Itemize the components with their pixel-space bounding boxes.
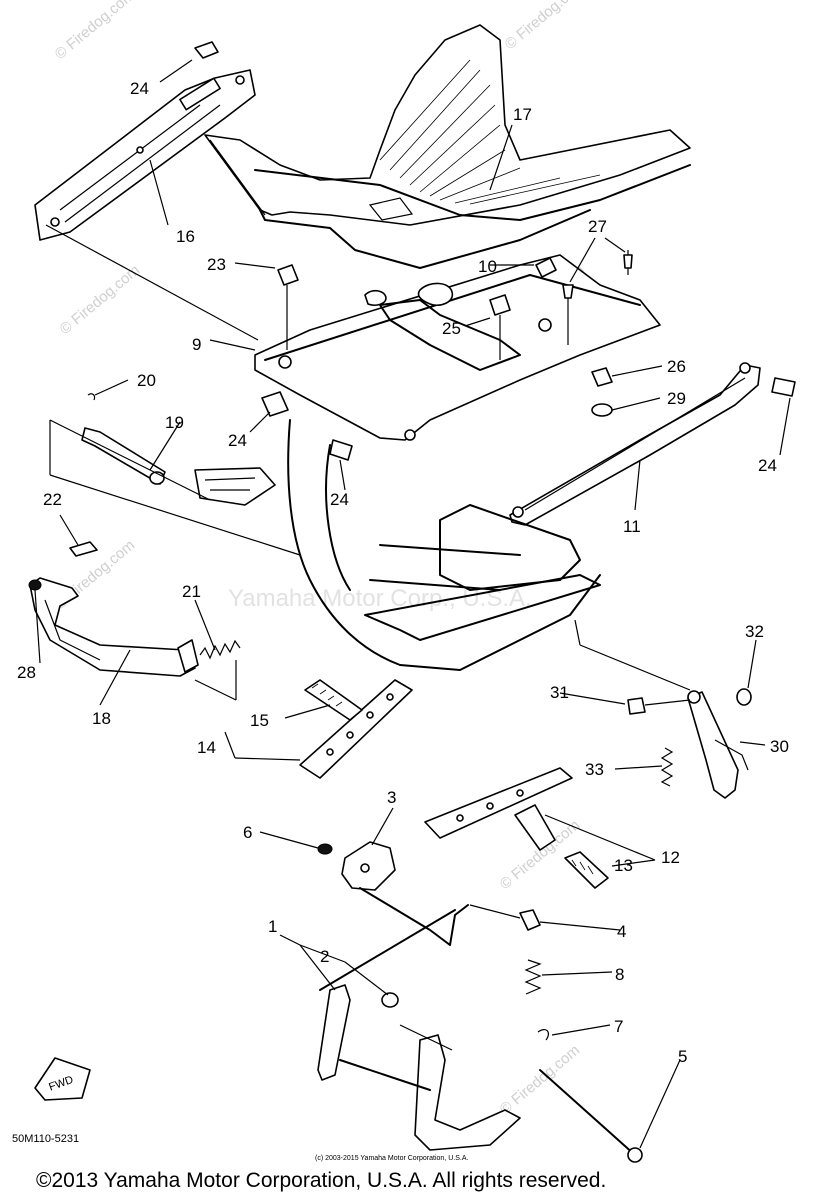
callout-23: 23 bbox=[207, 255, 226, 274]
part-4-bolt-8-spring bbox=[469, 904, 542, 995]
part-22-plate bbox=[69, 541, 98, 557]
callout-6: 6 bbox=[243, 823, 252, 842]
leader-lines bbox=[34, 59, 791, 1149]
part-11-right-rail bbox=[509, 362, 761, 526]
fasteners-top bbox=[261, 250, 796, 461]
callout-5: 5 bbox=[678, 1047, 687, 1066]
callout-20: 20 bbox=[137, 371, 156, 390]
fwd-arrow-icon: FWD bbox=[34, 1057, 91, 1101]
callout-13: 13 bbox=[614, 856, 633, 875]
watermark-site: © Firedog.com bbox=[502, 0, 588, 53]
callout-2: 2 bbox=[320, 947, 329, 966]
drawing-code: 50M110-5231 bbox=[12, 1133, 79, 1145]
part-14-footrest-left bbox=[299, 679, 413, 779]
watermark-site: © Firedog.com bbox=[57, 262, 143, 338]
callout-27: 27 bbox=[588, 217, 607, 236]
watermark-site: © Firedog.com bbox=[52, 0, 138, 63]
callout-3: 3 bbox=[387, 788, 396, 807]
callout-33: 33 bbox=[585, 760, 604, 779]
callout-12: 12 bbox=[661, 848, 680, 867]
callout-4: 4 bbox=[617, 922, 626, 941]
frame-cradle bbox=[194, 419, 601, 671]
callout-21: 21 bbox=[182, 582, 201, 601]
part-30-sidestand bbox=[627, 688, 752, 799]
callout-28: 28 bbox=[17, 663, 36, 682]
part-12-footrest-right bbox=[424, 767, 609, 889]
callout-8: 8 bbox=[615, 965, 624, 984]
callout-22: 22 bbox=[43, 490, 62, 509]
callout-32: 32 bbox=[745, 622, 764, 641]
callout-15: 15 bbox=[250, 711, 269, 730]
callout-29: 29 bbox=[667, 389, 686, 408]
watermark-site: © Firedog.com bbox=[497, 1042, 583, 1118]
small-copyright: (c) 2003-2015 Yamaha Motor Corporation, … bbox=[315, 1155, 468, 1162]
part-1-main-stand bbox=[317, 909, 643, 1163]
callout-10: 10 bbox=[478, 257, 497, 276]
callout-25: 25 bbox=[442, 319, 461, 338]
callout-14: 14 bbox=[197, 738, 216, 757]
callout-19: 19 bbox=[165, 413, 184, 432]
callout-24: 24 bbox=[758, 456, 777, 475]
part-17-floor-board bbox=[204, 24, 691, 269]
callout-24: 24 bbox=[130, 79, 149, 98]
callout-18: 18 bbox=[92, 709, 111, 728]
part-18-brake-pedal bbox=[28, 577, 199, 677]
part-3-bracket bbox=[317, 841, 469, 946]
callout-16: 16 bbox=[176, 227, 195, 246]
callout-17: 17 bbox=[513, 105, 532, 124]
callout-11: 11 bbox=[623, 517, 641, 536]
part-9-frame-plate bbox=[254, 254, 661, 441]
callout-31: 31 bbox=[550, 683, 569, 702]
part-16-left-rail bbox=[34, 41, 256, 241]
callout-24: 24 bbox=[228, 431, 247, 450]
callout-30: 30 bbox=[770, 737, 789, 756]
part-19-rod bbox=[81, 393, 166, 485]
callout-7: 7 bbox=[614, 1017, 623, 1036]
callout-9: 9 bbox=[192, 335, 201, 354]
callout-24: 24 bbox=[330, 490, 349, 509]
callout-labels: 24 17 16 23 10 27 25 9 26 20 29 19 24 24… bbox=[17, 79, 789, 1066]
callout-1: 1 bbox=[268, 917, 277, 936]
part-21-spring bbox=[199, 639, 241, 660]
footer-copyright: ©2013 Yamaha Motor Corporation, U.S.A. A… bbox=[36, 1169, 606, 1192]
callout-26: 26 bbox=[667, 357, 686, 376]
